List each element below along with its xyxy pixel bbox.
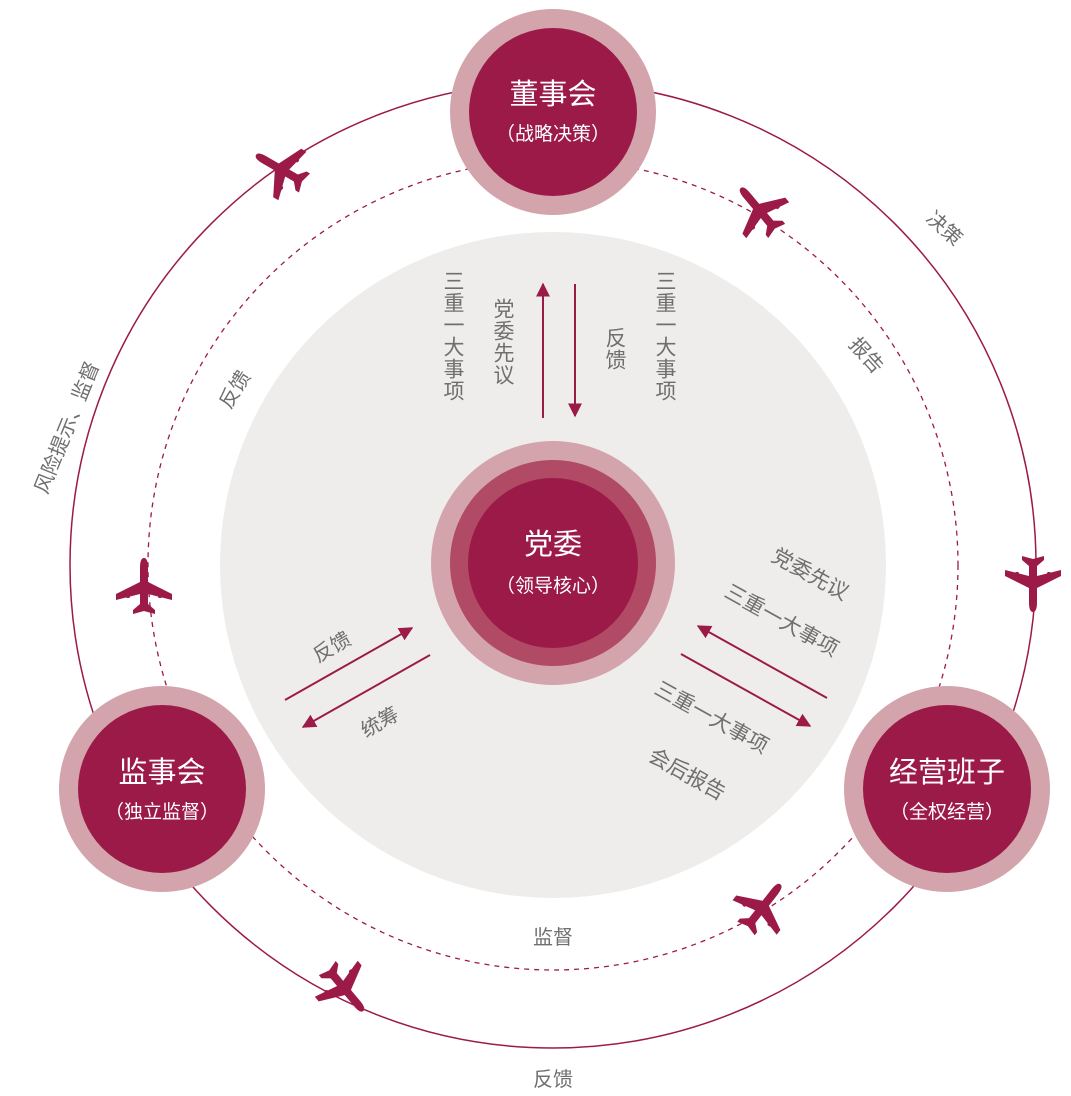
label-major-matters-right: 三重一大事项 [653, 270, 677, 402]
node-board: 董事会 （战略决策） [450, 9, 656, 215]
label-party-prereview-top: 党委先议 [491, 298, 515, 386]
node-party-committee: 党委 （领导核心） [431, 441, 675, 685]
label-decision: 决策 [922, 206, 968, 251]
label-feedback-bottom: 反馈 [533, 1067, 573, 1091]
label-major-matters-left: 三重一大事项 [441, 270, 465, 402]
arrow-to-management-from-party [680, 653, 812, 727]
label-report: 报告 [844, 332, 889, 378]
inner-dashed-ring [147, 159, 959, 971]
node-board-title: 董事会 [509, 77, 596, 111]
node-board-subtitle: （战略决策） [496, 123, 610, 145]
arrow-to-supervisors-from-party [301, 654, 431, 728]
node-party-committee-title: 党委 [524, 527, 582, 561]
label-supervise-bottom: 监督 [533, 925, 573, 949]
node-management-team: 经营班子 （全权经营） [844, 686, 1050, 892]
airplane-icon [719, 170, 799, 249]
arrow-to-party-from-supervisors [284, 627, 414, 701]
label-risk-warning-supervision: 风险提示、监督 [29, 358, 104, 497]
arrow-to-party-from-management [696, 625, 828, 699]
airplane-icon [1005, 556, 1061, 612]
node-supervisory-board-title: 监事会 [118, 755, 205, 789]
airplane-icon [242, 130, 319, 208]
node-supervisory-board-subtitle: （独立监督） [105, 801, 219, 823]
node-management-team-subtitle: （全权经营） [890, 801, 1004, 823]
label-feedback-left-outer: 反馈 [214, 366, 256, 413]
airplane-icon [116, 558, 172, 614]
node-supervisory-board: 监事会 （独立监督） [59, 686, 265, 892]
airplane-icon [723, 867, 803, 946]
node-party-committee-subtitle: （领导核心） [496, 575, 610, 597]
airplane-icon [305, 950, 385, 1029]
node-management-team-title: 经营班子 [889, 755, 1005, 789]
label-feedback-top: 反馈 [603, 327, 627, 371]
